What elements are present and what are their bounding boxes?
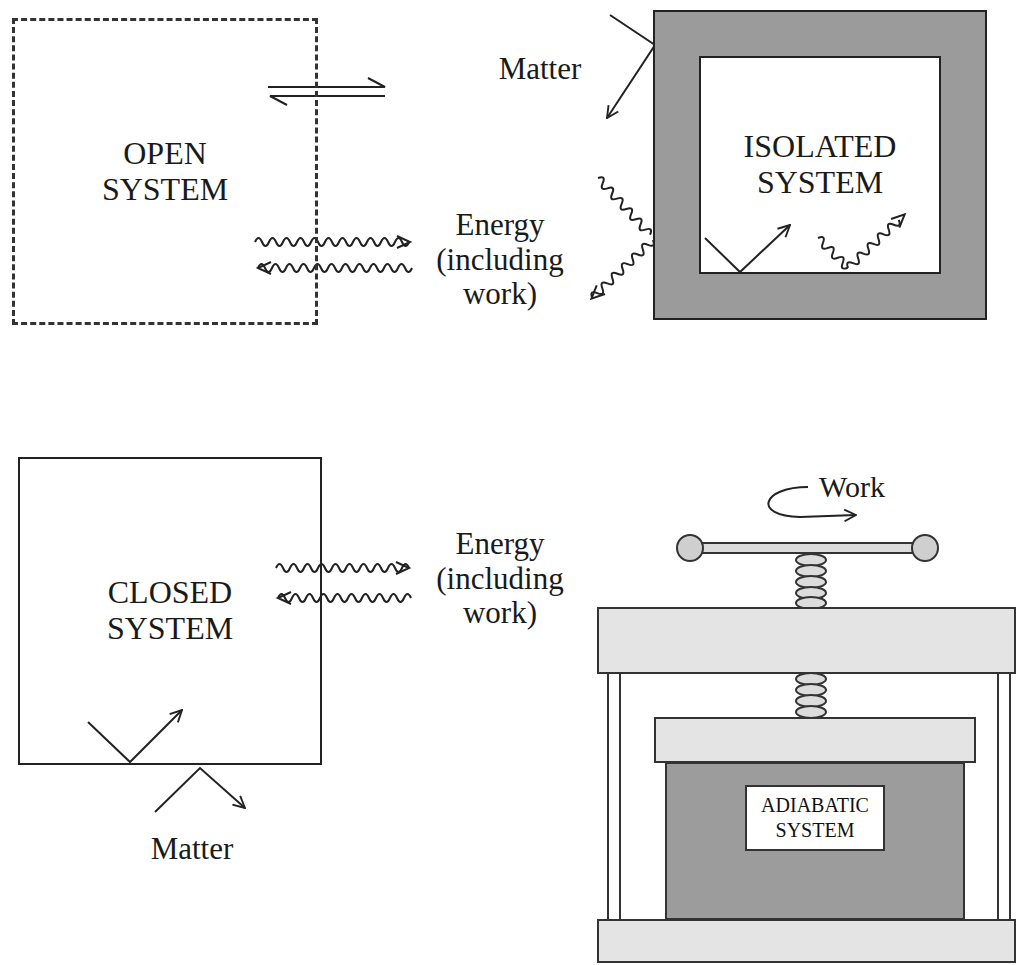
matter-arrow (155, 768, 245, 812)
energy-wave (278, 594, 411, 602)
system-label: CLOSED SYSTEM (107, 575, 233, 647)
top-plate (598, 608, 1015, 673)
press-post (608, 673, 620, 920)
matter-arrow (270, 96, 385, 105)
screw-thread (796, 706, 826, 718)
pressing-plate (655, 718, 975, 762)
energy-label: Energy (including work) (436, 527, 563, 631)
matter-label: Matter (151, 832, 234, 867)
inner-wall: ISOLATED SYSTEM (699, 56, 941, 274)
matter-arrow (607, 15, 655, 118)
arrow-head (891, 210, 909, 228)
work-label: Work (819, 470, 885, 504)
arrow-head (258, 262, 271, 274)
energy-wave (815, 235, 850, 270)
base-plate (598, 920, 1015, 962)
handle-bar (690, 543, 925, 553)
system-label: ISOLATED SYSTEM (744, 129, 897, 201)
isolated-system-box: ISOLATED SYSTEM (655, 12, 985, 318)
energy-wave (845, 217, 901, 271)
open-system-box: OPEN SYSTEM (12, 18, 318, 325)
energy-wave (844, 210, 909, 272)
matter-arrow (705, 225, 790, 272)
matter-arrow (88, 710, 182, 762)
energy-wave (589, 237, 655, 301)
energy-wave (255, 238, 409, 246)
energy-wave (276, 564, 409, 572)
handle-knob (912, 535, 938, 561)
energy-wave (258, 264, 412, 272)
matter-label: Matter (499, 52, 582, 87)
energy-wave (587, 236, 657, 303)
energy-wave (595, 175, 653, 237)
energy-wave (595, 175, 653, 237)
system-label: OPEN SYSTEM (102, 136, 228, 208)
arrow-head (397, 236, 410, 248)
arrow-head (278, 592, 291, 604)
press-post (998, 673, 1010, 920)
press (598, 535, 1015, 962)
energy-wave (815, 235, 850, 270)
arrow-head (396, 562, 409, 574)
matter-arrow (268, 78, 385, 87)
exchange-arrows (88, 15, 909, 812)
handle-knob (677, 535, 703, 561)
arrow-head (587, 285, 605, 303)
energy-label: Energy (including work) (436, 208, 563, 312)
closed-system-box: CLOSED SYSTEM (18, 457, 322, 765)
system-label: ADIABATIC SYSTEM (745, 785, 885, 851)
adiabatic-system-box: ADIABATIC SYSTEM (665, 762, 965, 920)
